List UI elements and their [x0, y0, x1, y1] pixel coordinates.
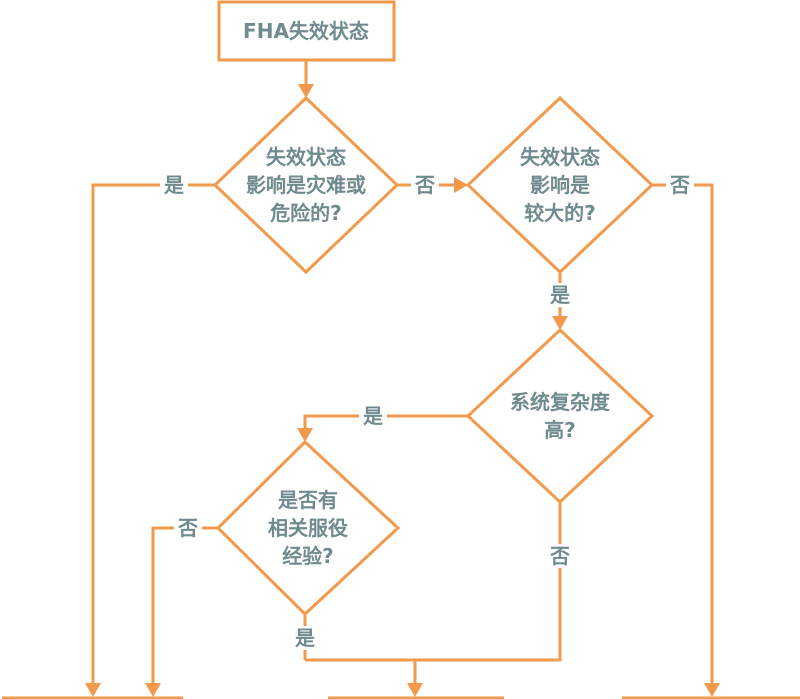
decision2-no-label: 否 [669, 173, 690, 197]
decision4-line: 经验? [282, 544, 334, 568]
decision2-line: 影响是 [530, 173, 590, 197]
connector [652, 183, 714, 688]
decision1-line: 失效状态 [266, 145, 346, 169]
decision4-line: 相关服役 [268, 516, 348, 540]
arrow-head [145, 683, 161, 697]
arrow-head [454, 177, 468, 193]
decision4-yes-label: 是 [294, 626, 315, 650]
decision2-line: 失效状态 [520, 145, 600, 169]
decision3-yes-label: 是 [362, 404, 383, 428]
arrow-head [298, 84, 314, 98]
arrow-head [704, 683, 720, 697]
decision1-diamond [212, 95, 400, 275]
connector [151, 526, 218, 688]
decision4-line: 是否有 [277, 488, 338, 512]
start-box [217, 0, 396, 62]
decision3-no-label: 否 [549, 544, 570, 568]
connector [303, 414, 468, 430]
decision3-diamond [465, 327, 655, 505]
arrow-head [85, 683, 101, 697]
decision3-line: 系统复杂度 [510, 390, 611, 414]
decision1-line: 危险的? [270, 201, 342, 225]
arrow-head [297, 428, 313, 442]
decision4-no-label: 否 [177, 516, 198, 540]
decision2-yes-label: 是 [549, 283, 570, 307]
start-label: FHA失效状态 [243, 19, 369, 43]
decision1-no-label: 否 [414, 173, 435, 197]
decision3-line: 高? [544, 418, 576, 442]
decision1-yes-label: 是 [163, 173, 184, 197]
arrow-head [552, 316, 568, 330]
arrow-head [407, 683, 423, 697]
decision2-line: 较大的? [524, 201, 596, 225]
decision1-line: 影响是灾难或 [246, 173, 366, 197]
